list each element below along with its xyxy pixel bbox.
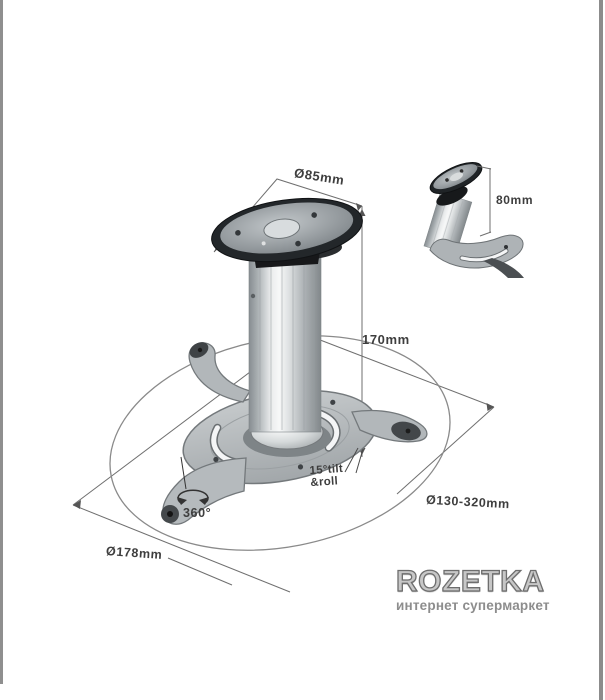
label-rotation: 360° (183, 506, 212, 520)
inset-dimension-lines (476, 165, 492, 237)
ceiling-plate (211, 197, 363, 268)
label-tilt-line2: &roll (309, 474, 339, 489)
rozetka-tagline: интернет супермаркет (396, 598, 550, 613)
rozetka-watermark: ROZETKA интернет супермаркет (395, 565, 566, 613)
inset-mount (423, 162, 524, 278)
label-pole-height: 170mm (362, 332, 410, 347)
left-edge-strip (0, 0, 3, 684)
rozetka-logo-text: ROZETKA (395, 565, 545, 598)
tilt-angle-marks (344, 447, 364, 474)
pole-screw-hole (250, 293, 256, 299)
mount-pole (248, 255, 322, 433)
label-inset-height: 80mm (496, 193, 534, 207)
rotation-arrow-icon (177, 456, 209, 505)
label-tilt: 15°tilt &roll (309, 463, 344, 489)
right-edge-strip (599, 0, 603, 700)
